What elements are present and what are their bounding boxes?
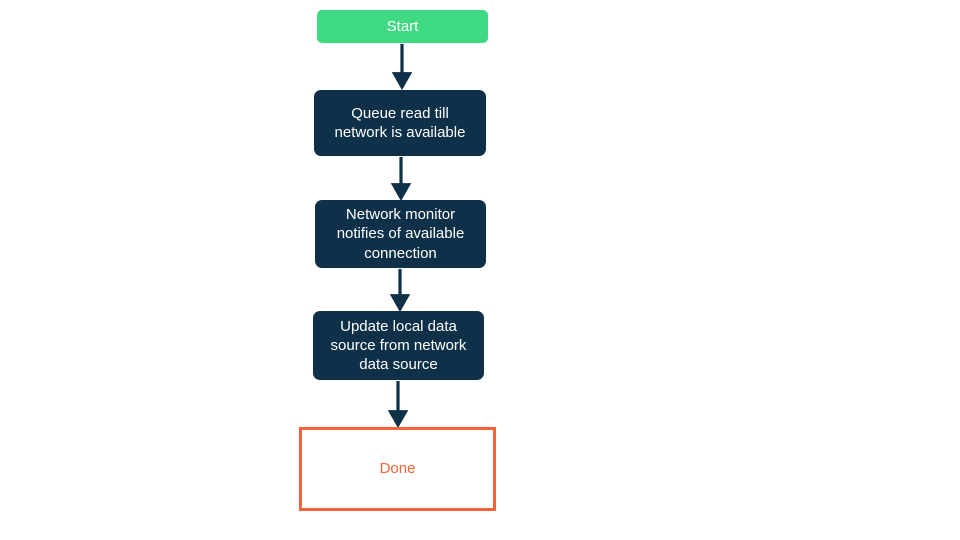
node-done[interactable]: Done: [299, 427, 496, 511]
node-queue-read[interactable]: Queue read till network is available: [314, 90, 486, 156]
node-queue-read-label: Queue read till network is available: [334, 104, 466, 141]
node-update-local[interactable]: Update local data source from network da…: [313, 311, 484, 380]
node-update-local-label: Update local data source from network da…: [330, 317, 467, 374]
node-network-monitor-label: Network monitor notifies of available co…: [336, 206, 465, 262]
node-network-monitor[interactable]: Network monitor notifies of available co…: [315, 200, 486, 268]
node-start[interactable]: Start: [317, 10, 488, 43]
node-start-label: Start: [386, 17, 419, 35]
node-done-label: Done: [379, 460, 416, 478]
